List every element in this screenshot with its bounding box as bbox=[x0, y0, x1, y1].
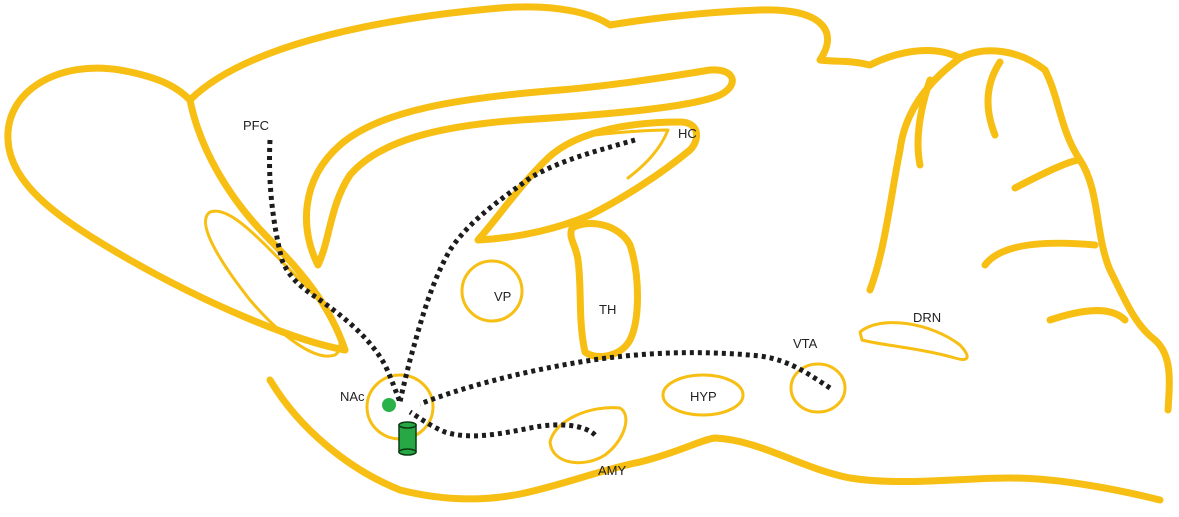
label-th: TH bbox=[599, 302, 616, 317]
cerebellum-fold-6 bbox=[1046, 307, 1129, 324]
hippocampus-band bbox=[474, 118, 700, 244]
label-vta: VTA bbox=[793, 336, 818, 351]
cannula-body bbox=[398, 424, 417, 453]
pathway-pfc-nac bbox=[267, 139, 403, 403]
corpus-callosum bbox=[302, 66, 736, 269]
cerebellum-fold-1 bbox=[866, 54, 964, 294]
cannula-bottom bbox=[398, 448, 417, 456]
label-amy: AMY bbox=[598, 463, 627, 478]
pathway-hc-nac bbox=[397, 137, 636, 403]
label-pfc: PFC bbox=[243, 118, 269, 133]
brain-outer-contour bbox=[4, 3, 1173, 414]
brain-ventral-contour bbox=[266, 376, 1164, 504]
region-labels: PFC HC VP TH DRN VTA NAc HYP AMY bbox=[243, 118, 941, 478]
label-drn: DRN bbox=[913, 310, 941, 325]
pathway-vta-nac bbox=[419, 350, 832, 407]
cerebellum-fold-3 bbox=[984, 58, 1004, 139]
vta-outline bbox=[789, 362, 847, 414]
cerebellum-fold-2 bbox=[914, 76, 934, 169]
drn-outline bbox=[858, 321, 969, 361]
frontal-ellipse bbox=[204, 209, 342, 358]
pathway-amy-nac bbox=[408, 409, 597, 439]
amy-outline bbox=[548, 406, 628, 465]
cerebellum-fold-4 bbox=[1011, 156, 1084, 192]
cortex-inner-contour bbox=[186, 96, 274, 244]
pathways bbox=[267, 137, 832, 439]
hyp-outline bbox=[661, 373, 745, 417]
label-hc: HC bbox=[678, 126, 697, 141]
hippocampus-inner-line bbox=[593, 128, 670, 180]
label-vp: VP bbox=[494, 289, 511, 304]
thalamus-outline bbox=[567, 220, 641, 360]
vp-outline bbox=[460, 259, 524, 323]
cannula-top bbox=[398, 421, 417, 429]
brain-outlines bbox=[4, 3, 1173, 504]
optic-fiber-cannula-icon bbox=[398, 421, 417, 456]
cerebellum-fold-5 bbox=[981, 239, 1099, 269]
injection-site-dot-icon bbox=[382, 398, 396, 412]
label-nac: NAc bbox=[340, 389, 365, 404]
label-hyp: HYP bbox=[690, 389, 717, 404]
